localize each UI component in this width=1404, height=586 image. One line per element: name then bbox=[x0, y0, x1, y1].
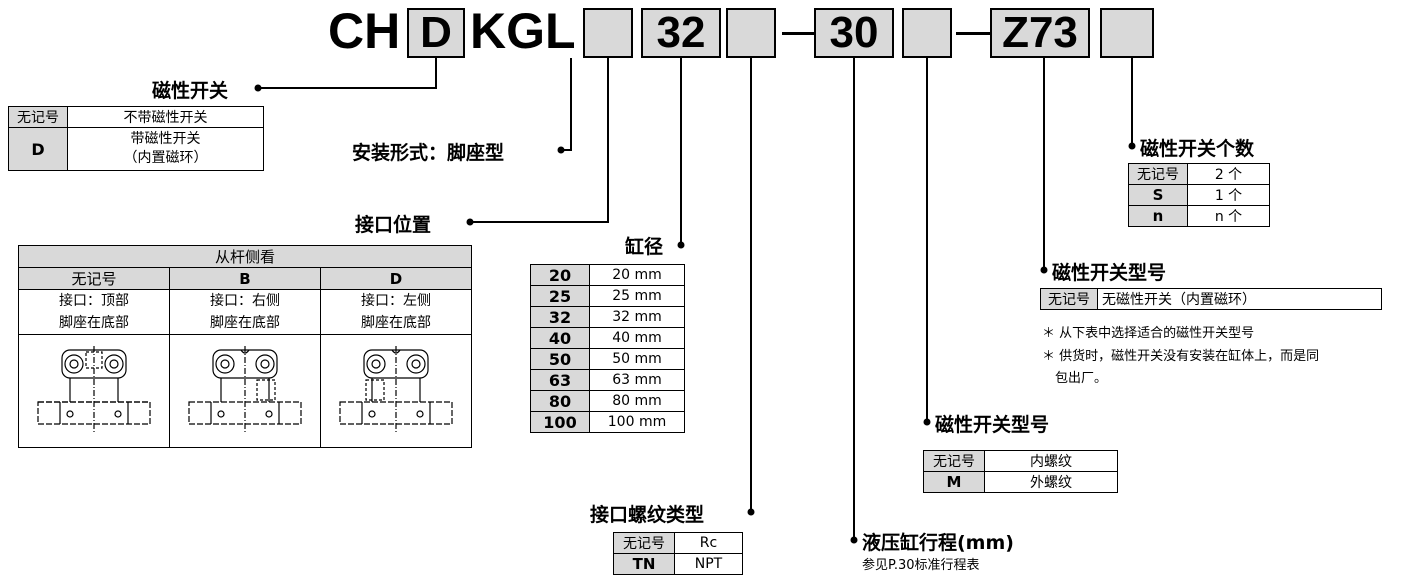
cylinder-port-left-icon bbox=[339, 346, 453, 432]
port-position-line2: 脚座在底部 bbox=[18, 310, 170, 335]
code-box-switch-count bbox=[1100, 8, 1154, 58]
port-position-code: B bbox=[169, 267, 321, 290]
port-position-title: 接口位置 bbox=[355, 214, 432, 236]
port-thread-value: NPT bbox=[674, 553, 743, 575]
port-thread-title: 接口螺纹类型 bbox=[590, 504, 705, 526]
bore-value: 63 mm bbox=[589, 369, 685, 391]
magnetic-switch-code: 无记号 bbox=[8, 106, 68, 128]
code-dash-1 bbox=[782, 32, 814, 35]
leader-mounting bbox=[561, 58, 572, 151]
code-prefix: CH bbox=[328, 3, 401, 59]
code-box-switch-option: D bbox=[407, 8, 465, 58]
bore-value: 40 mm bbox=[589, 327, 685, 349]
rod-end-value: 外螺纹 bbox=[984, 471, 1118, 493]
magnetic-switch-title: 磁性开关 bbox=[152, 80, 229, 102]
port-drawing-right bbox=[169, 334, 321, 448]
switch-count-code: S bbox=[1128, 184, 1188, 206]
port-position-code: 无记号 bbox=[18, 267, 170, 290]
bore-value: 80 mm bbox=[589, 390, 685, 412]
switch-model-title: 磁性开关型号 bbox=[1052, 262, 1167, 284]
switch-model-note: 包出厂。 bbox=[1055, 371, 1108, 386]
code-box-port-thread bbox=[726, 8, 776, 58]
rod-end-code: M bbox=[923, 471, 985, 493]
switch-count-title: 磁性开关个数 bbox=[1140, 138, 1255, 160]
bore-code: 20 bbox=[530, 264, 590, 286]
magnetic-switch-desc: 带磁性开关 （内置磁环） bbox=[67, 127, 264, 171]
magnetic-switch-code: D bbox=[8, 127, 68, 171]
stroke-note: 参见P.30标准行程表 bbox=[862, 558, 980, 573]
port-thread-value: Rc bbox=[674, 532, 743, 554]
port-position-line2: 脚座在底部 bbox=[169, 310, 321, 335]
switch-count-value: 1 个 bbox=[1187, 184, 1270, 206]
bore-code: 32 bbox=[530, 306, 590, 328]
switch-model-value: 无磁性开关（内置磁环） bbox=[1097, 288, 1382, 310]
bore-value: 32 mm bbox=[589, 306, 685, 328]
code-mounting: KGL bbox=[470, 3, 576, 59]
port-thread-code: 无记号 bbox=[613, 532, 675, 554]
mounting-title: 安装形式：脚座型 bbox=[352, 142, 505, 164]
port-position-line1: 接口：右侧 bbox=[169, 289, 321, 310]
switch-count-code: n bbox=[1128, 205, 1188, 227]
switch-count-value: n 个 bbox=[1187, 205, 1270, 227]
bore-code: 63 bbox=[530, 369, 590, 391]
code-box-port-position bbox=[583, 8, 633, 58]
stroke-title: 液压缸行程(mm) bbox=[862, 532, 1014, 554]
bore-code: 25 bbox=[530, 285, 590, 307]
port-position-table: 从杆侧看 无记号 B D 接口：顶部 接口：右侧 接口：左侧 脚座在底部 脚座在… bbox=[18, 245, 472, 448]
port-position-code: D bbox=[320, 267, 472, 290]
switch-count-code: 无记号 bbox=[1128, 163, 1188, 185]
bore-code: 80 bbox=[530, 390, 590, 412]
cylinder-port-top-icon bbox=[37, 346, 151, 432]
cylinder-port-right-icon bbox=[188, 346, 302, 432]
rod-end-value: 内螺纹 bbox=[984, 450, 1118, 472]
switch-model-table: 无记号 无磁性开关（内置磁环） bbox=[1040, 288, 1382, 310]
switch-model-code: 无记号 bbox=[1040, 288, 1098, 310]
bore-value: 20 mm bbox=[589, 264, 685, 286]
port-position-line1: 接口：左侧 bbox=[320, 289, 472, 310]
switch-model-note: ＊ 供货时，磁性开关没有安装在缸体上，而是同 bbox=[1042, 349, 1320, 364]
bore-code: 40 bbox=[530, 327, 590, 349]
bore-value: 25 mm bbox=[589, 285, 685, 307]
code-box-bore: 32 bbox=[641, 8, 721, 58]
code-box-stroke: 30 bbox=[814, 8, 894, 58]
rod-end-title: 磁性开关型号 bbox=[935, 414, 1050, 436]
port-drawing-top bbox=[18, 334, 170, 448]
bore-code: 50 bbox=[530, 348, 590, 370]
bore-title: 缸径 bbox=[625, 236, 664, 258]
leader-switch-option bbox=[258, 58, 437, 89]
code-box-switch-model: Z73 bbox=[990, 8, 1090, 58]
switch-count-value: 2 个 bbox=[1187, 163, 1270, 185]
magnetic-switch-table: 无记号 不带磁性开关 D 带磁性开关 （内置磁环） bbox=[8, 106, 264, 171]
port-position-header: 从杆侧看 bbox=[18, 245, 472, 268]
rod-end-code: 无记号 bbox=[923, 450, 985, 472]
leader-port-position bbox=[470, 58, 609, 223]
code-box-rod-end bbox=[902, 8, 952, 58]
port-drawing-left bbox=[320, 334, 472, 448]
port-position-line1: 接口：顶部 bbox=[18, 289, 170, 310]
port-position-line2: 脚座在底部 bbox=[320, 310, 472, 335]
bore-value: 50 mm bbox=[589, 348, 685, 370]
code-dash-2 bbox=[956, 32, 990, 35]
port-thread-code: TN bbox=[613, 553, 675, 575]
magnetic-switch-desc: 不带磁性开关 bbox=[67, 106, 264, 128]
bore-value: 100 mm bbox=[589, 411, 685, 433]
switch-model-note: ＊ 从下表中选择适合的磁性开关型号 bbox=[1042, 326, 1255, 341]
bore-code: 100 bbox=[530, 411, 590, 433]
